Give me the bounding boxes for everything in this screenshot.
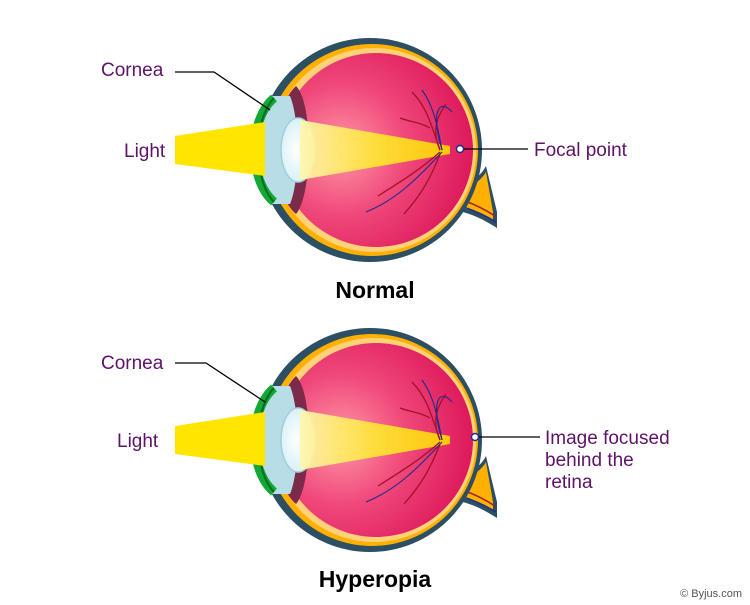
hyperopia-focus-label-line2: behind the	[545, 450, 634, 471]
normal-eye-illustration	[175, 38, 497, 262]
normal-focal-point-marker	[455, 144, 465, 154]
hyperopia-focus-label-line1: Image focused	[545, 428, 670, 449]
hyperopia-caption: Hyperopia	[319, 566, 432, 592]
hyperopia-cornea-label: Cornea	[101, 353, 164, 374]
panel-normal: Cornea Light Focal point Normal	[101, 38, 628, 303]
hyperopia-cornea-leader	[175, 362, 266, 403]
panel-hyperopia: Cornea Light Image focused behind the re…	[101, 328, 670, 592]
normal-cornea-label: Cornea	[101, 60, 164, 81]
hyperopia-focus-marker	[470, 432, 480, 442]
normal-light-label: Light	[124, 141, 166, 162]
normal-focal-point-label: Focal point	[534, 140, 628, 161]
hyperopia-light-label: Light	[117, 431, 159, 452]
hyperopia-eye-illustration	[175, 328, 497, 552]
normal-caption: Normal	[335, 277, 414, 303]
hyperopia-focus-label-line3: retina	[545, 472, 593, 493]
normal-cornea-leader	[175, 71, 271, 111]
credit-text: © Byjus.com	[680, 588, 742, 600]
